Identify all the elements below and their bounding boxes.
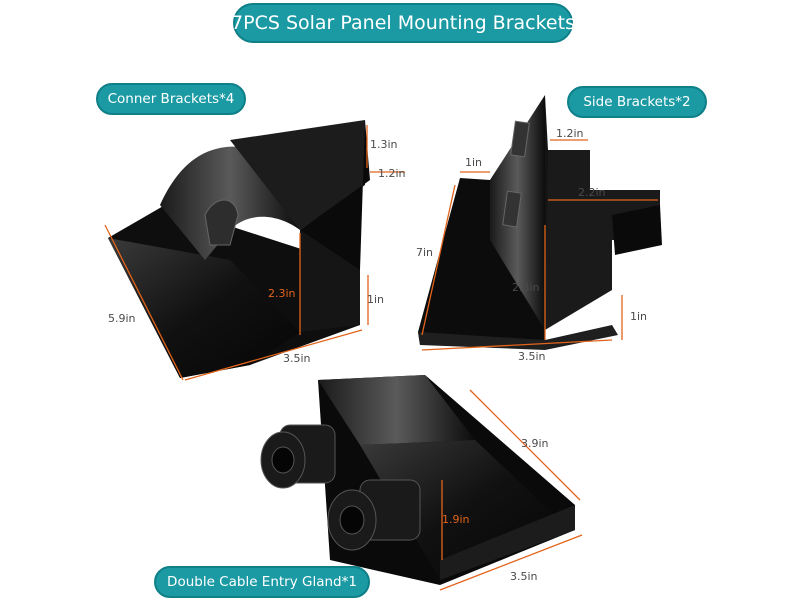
corner-mid-dim: 2.3in: [268, 287, 296, 300]
corner-brackets-label: Conner Brackets*4: [96, 83, 246, 115]
corner-bracket-image: [108, 120, 370, 378]
gland-height-dim: 1.9in: [442, 513, 470, 526]
side-top-width-dim: 1.2in: [556, 127, 584, 140]
side-flange-dim: 1in: [465, 156, 483, 169]
gland-length-dim: 3.9in: [521, 437, 549, 450]
cable-gland-label: Double Cable Entry Gland*1: [154, 566, 370, 598]
gland-depth-dim: 3.5in: [510, 570, 538, 583]
side-length-dim: 7in: [416, 246, 434, 259]
page-title: 7PCS Solar Panel Mounting Brackets: [231, 3, 575, 43]
side-bracket-image: [418, 95, 662, 350]
corner-depth-dim: 3.5in: [283, 352, 311, 365]
side-depth-dim: 3.5in: [518, 350, 546, 363]
corner-base-height-dim: 1in: [367, 293, 385, 306]
side-height-dim: 2.3in: [512, 281, 540, 294]
corner-length-dim: 5.9in: [108, 312, 136, 325]
corner-width-dim: 1.2in: [378, 167, 406, 180]
cable-gland-image: [260, 375, 575, 585]
corner-height-dim: 1.3in: [370, 138, 398, 151]
side-base-height-dim: 1in: [630, 310, 648, 323]
side-inner-dim: 2.2in: [578, 186, 606, 199]
side-brackets-label: Side Brackets*2: [567, 86, 707, 118]
